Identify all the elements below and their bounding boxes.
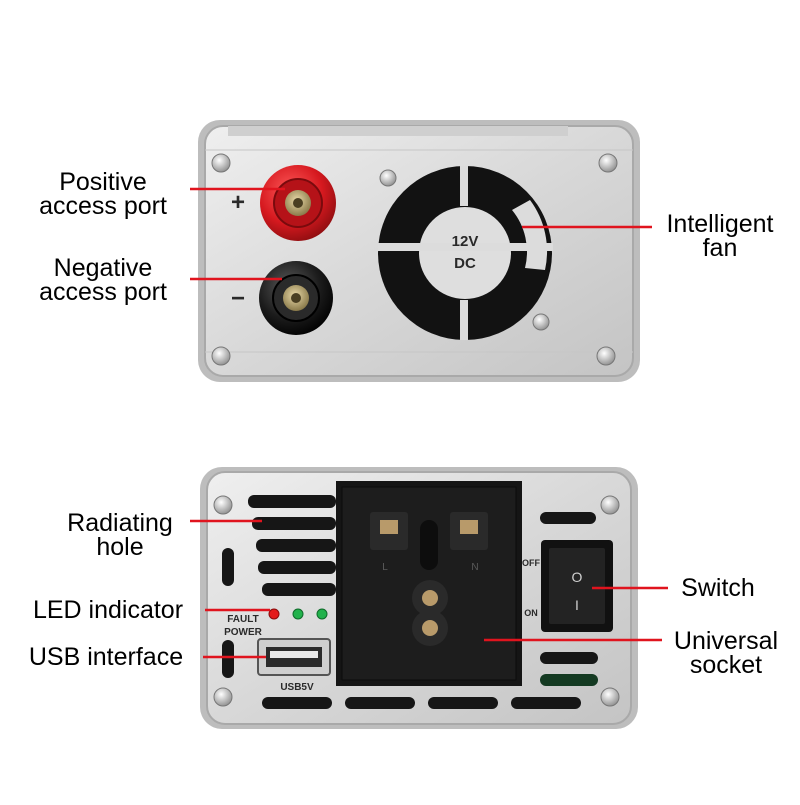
callout-fan: Intelligent fan	[650, 210, 790, 262]
socket-pin-left-text: L	[382, 562, 388, 573]
callout-switch: Switch	[668, 574, 768, 602]
callout-negative-line2: access port	[39, 278, 167, 306]
callout-negative-line1: Negative	[53, 254, 153, 282]
callout-socket: Universal socket	[656, 627, 796, 679]
callout-positive-line2: access port	[39, 192, 167, 220]
callout-radiating-line1: Radiating	[67, 509, 173, 537]
callout-fan-line1: Intelligent	[666, 210, 774, 238]
callout-positive: Positive access port	[18, 168, 188, 220]
fan-type-text: DC	[454, 255, 476, 272]
fan-voltage-text: 12V	[452, 233, 479, 250]
switch-off-symbol: O	[572, 569, 583, 585]
callout-usb-line1: USB interface	[28, 643, 184, 671]
screws-bottom	[213, 495, 620, 707]
callout-led: LED indicator	[10, 596, 206, 624]
bottom-panel: L N O I OFF ON FAULT POWER USB5V	[200, 467, 638, 729]
led-indicators: FAULT POWER	[224, 608, 328, 638]
callout-radiating-line2: hole	[96, 533, 144, 561]
callout-usb: USB interface	[8, 643, 204, 671]
plus-symbol: +	[231, 189, 245, 216]
callout-positive-line1: Positive	[59, 168, 147, 196]
power-label: POWER	[224, 627, 263, 638]
minus-symbol: −	[231, 285, 245, 312]
radiating-holes-bottom	[262, 512, 598, 709]
callout-switch-line1: Switch	[681, 574, 755, 602]
callout-socket-line1: Universal	[673, 627, 779, 655]
usb-port: USB5V	[257, 638, 331, 693]
fan-grille: 12V DC	[378, 166, 553, 340]
fault-label: FAULT	[227, 614, 258, 625]
switch-on-label: ON	[524, 608, 538, 618]
callout-radiating: Radiating hole	[50, 509, 190, 561]
callout-led-line1: LED indicator	[32, 596, 184, 624]
positive-terminal	[260, 165, 336, 241]
switch-off-label: OFF	[522, 558, 540, 568]
switch-on-symbol: I	[575, 597, 579, 613]
socket-pin-right-text: N	[471, 562, 478, 573]
callout-negative: Negative access port	[18, 254, 188, 306]
callout-socket-line2: socket	[689, 651, 763, 679]
top-panel: 12V DC + −	[198, 120, 640, 382]
leader-lines	[190, 187, 668, 659]
negative-terminal	[259, 261, 333, 335]
usb-label: USB5V	[280, 682, 314, 693]
radiating-holes-left	[222, 495, 336, 678]
screws-top	[211, 153, 618, 366]
universal-socket: L N	[336, 481, 522, 686]
callout-fan-line2: fan	[702, 234, 738, 262]
rocker-switch: O I OFF ON	[522, 540, 613, 632]
